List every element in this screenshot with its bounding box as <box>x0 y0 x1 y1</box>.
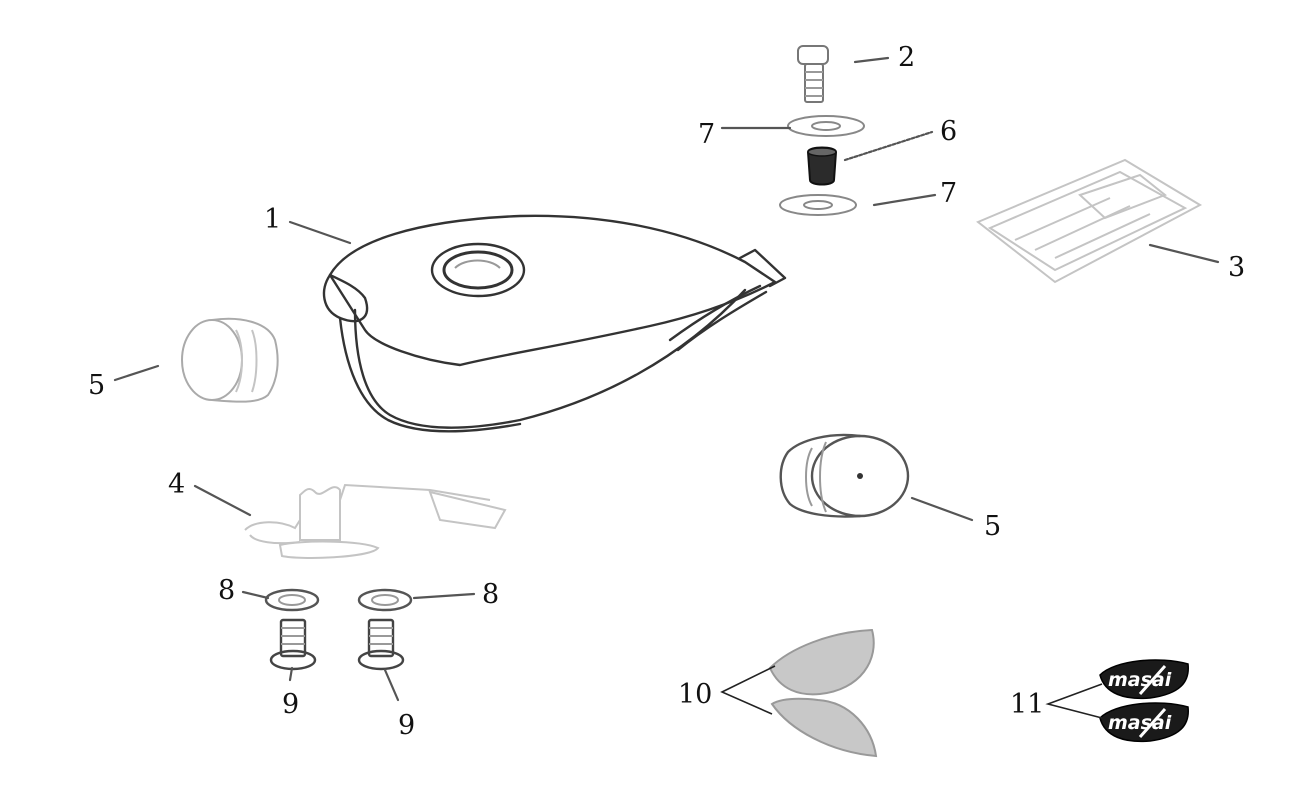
tank-decal-icon <box>768 628 878 758</box>
knee-pad-icon <box>779 433 910 518</box>
leader-lines <box>113 56 1220 719</box>
fuel-sender-icon <box>244 483 507 559</box>
callout-2: 2 <box>898 42 915 73</box>
knee-pad-icon <box>181 317 279 403</box>
screw-icon <box>269 618 317 671</box>
washer-icon <box>779 194 857 216</box>
callout-7-bottom: 7 <box>940 178 957 209</box>
logo-emblem-icon: masai <box>1099 702 1189 743</box>
washer-icon <box>357 588 413 612</box>
logo-emblem-text: masai <box>1108 669 1172 691</box>
callout-9-right: 9 <box>398 710 415 741</box>
callout-11: 11 <box>1010 689 1044 720</box>
callout-4: 4 <box>168 469 185 500</box>
callout-labels: 1 2 7 6 7 3 5 5 4 8 8 9 9 10 11 <box>88 42 1245 741</box>
callout-1: 1 <box>264 204 281 235</box>
callout-6: 6 <box>940 116 957 147</box>
screw-icon <box>357 618 405 671</box>
fuel-tank-icon <box>322 214 787 433</box>
bracket-plate-icon <box>976 158 1203 284</box>
callout-3: 3 <box>1228 252 1245 283</box>
bolt-icon <box>797 45 829 103</box>
callout-5-left: 5 <box>88 370 105 401</box>
logo-emblem-text: masai <box>1108 712 1172 734</box>
callout-8-right: 8 <box>482 579 499 610</box>
logo-emblem-icon: masai <box>1099 659 1189 700</box>
rubber-bushing-icon <box>806 146 838 186</box>
washer-icon <box>787 115 865 137</box>
callout-10: 10 <box>678 679 712 710</box>
washer-icon <box>264 588 320 612</box>
callout-9-left: 9 <box>282 689 299 720</box>
callout-5-right: 5 <box>984 511 1001 542</box>
callout-7-top: 7 <box>698 119 715 150</box>
callout-8-left: 8 <box>218 575 235 606</box>
